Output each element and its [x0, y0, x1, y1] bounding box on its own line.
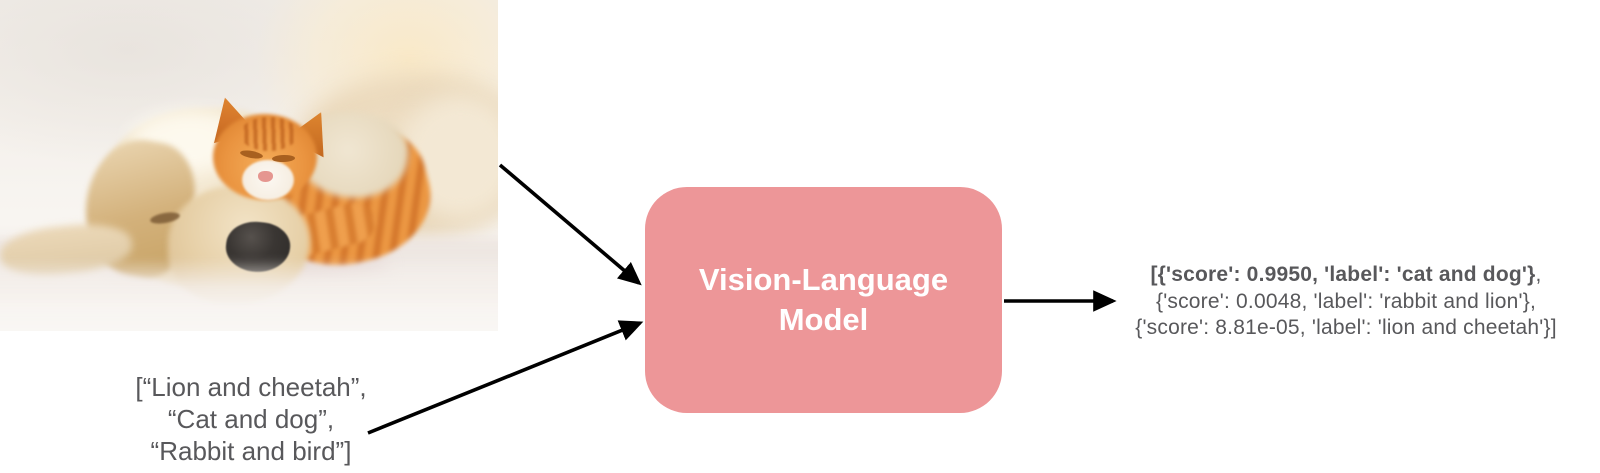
output-line-1: [{'score': 0.9950, 'label': 'cat and dog…: [1092, 262, 1600, 289]
candidate-labels-text: [“Lion and cheetah”, “Cat and dog”, “Rab…: [112, 371, 390, 467]
output-line-1-tail: ,: [1535, 263, 1542, 286]
output-line-1-bold: [{'score': 0.9950, 'label': 'cat and dog…: [1150, 263, 1536, 286]
arrow-labels-to-model: [367, 320, 644, 435]
arrow-image-to-model: [498, 163, 642, 286]
cat-and-dog-photo: [0, 0, 498, 331]
candidate-labels-line-1: [“Lion and cheetah”,: [135, 372, 367, 402]
vision-language-model-label: Vision-Language Model: [698, 262, 949, 337]
kitten-nose-shape: [258, 171, 273, 182]
vision-language-model-box: Vision-Language Model: [645, 187, 1002, 413]
candidate-labels-line-3: “Rabbit and bird”]: [150, 436, 352, 466]
kitten-forehead-stripes: [240, 117, 298, 151]
model-output-text: [{'score': 0.9950, 'label': 'cat and dog…: [1092, 262, 1600, 342]
candidate-labels-line-2: “Cat and dog”,: [167, 404, 335, 434]
output-line-3: {'score': 8.81e-05, 'label': 'lion and c…: [1135, 316, 1557, 339]
output-line-2: {'score': 0.0048, 'label': 'rabbit and l…: [1155, 289, 1536, 313]
carpet-foreground-shape: [0, 258, 498, 331]
